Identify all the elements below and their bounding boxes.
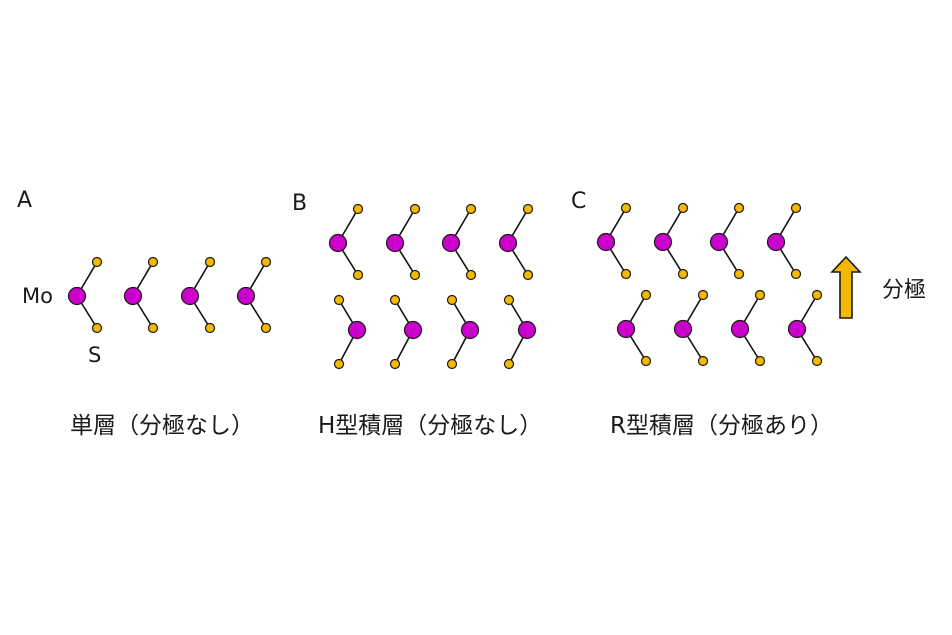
s-atom [465,269,477,281]
panel-a-monolayer [67,256,272,334]
panel-c-r-stack [596,202,823,367]
mo-atom [460,320,480,340]
mos2-unit [333,294,367,370]
s-atom [503,358,515,370]
mo-atom [596,232,616,252]
mo-atom-label: Mo [22,284,53,308]
s-atom [260,256,272,268]
s-atom [389,358,401,370]
mos2-unit [653,202,689,280]
s-atom [333,294,345,306]
s-atom [697,355,709,367]
s-atom [352,269,364,281]
mo-atom [673,319,693,339]
s-atom [147,322,159,334]
s-atom [389,294,401,306]
mo-atom [441,233,461,253]
mos2-unit [441,203,477,281]
panel-b-letter: B [292,191,307,216]
mo-atom [498,233,518,253]
polarization-label: 分極 [882,278,926,303]
s-atom [522,203,534,215]
panel-a-caption: 単層（分極なし） [70,413,254,439]
s-atom-label: S [88,343,101,367]
panel-c-letter: C [571,189,586,214]
panel-a-letter: A [17,188,32,213]
mos2-unit [385,203,421,281]
mos2-unit [673,289,709,367]
s-atom [91,322,103,334]
s-atom [503,294,515,306]
s-atom [446,294,458,306]
mos2-unit [389,294,423,370]
s-atom [352,203,364,215]
mos2-unit [616,289,652,367]
s-atom [811,289,823,301]
mo-atom [709,232,729,252]
mo-atom [766,232,786,252]
mo-atom [347,320,367,340]
mos2-unit [498,203,534,281]
s-atom [409,203,421,215]
mos2-unit [67,256,103,334]
s-atom [204,322,216,334]
s-atom [446,358,458,370]
s-atom [733,268,745,280]
s-atom [147,256,159,268]
mos2-unit [709,202,745,280]
s-atom [465,203,477,215]
panel-c-caption: R型積層（分極あり） [610,413,833,439]
mo-atom [403,320,423,340]
s-atom [790,268,802,280]
s-atom [733,202,745,214]
mos2-unit [328,203,364,281]
s-atom [790,202,802,214]
mos2-unit [730,289,766,367]
mos2-unit [123,256,159,334]
mo-atom [385,233,405,253]
s-atom [677,202,689,214]
polarization-arrow-icon [830,255,862,319]
mos2-unit [766,202,802,280]
mo-atom [328,233,348,253]
mo-atom [730,319,750,339]
s-atom [620,202,632,214]
panel-b-h-stack [328,203,537,370]
mo-atom [787,319,807,339]
s-atom [91,256,103,268]
mos2-unit [236,256,272,334]
mo-atom [236,286,256,306]
s-atom [409,269,421,281]
mos2-unit [503,294,537,370]
s-atom [754,289,766,301]
s-atom [522,269,534,281]
mo-atom [517,320,537,340]
s-atom [754,355,766,367]
mos2-unit [446,294,480,370]
s-atom [640,289,652,301]
s-atom [697,289,709,301]
mo-atom [616,319,636,339]
panel-b-caption: H型積層（分極なし） [318,413,542,439]
s-atom [811,355,823,367]
mo-atom [123,286,143,306]
s-atom [204,256,216,268]
mo-atom [180,286,200,306]
s-atom [677,268,689,280]
mos2-unit [596,202,632,280]
s-atom [260,322,272,334]
mo-atom [67,286,87,306]
s-atom [333,358,345,370]
mo-atom [653,232,673,252]
s-atom [640,355,652,367]
mos2-unit [180,256,216,334]
s-atom [620,268,632,280]
mos2-unit [787,289,823,367]
